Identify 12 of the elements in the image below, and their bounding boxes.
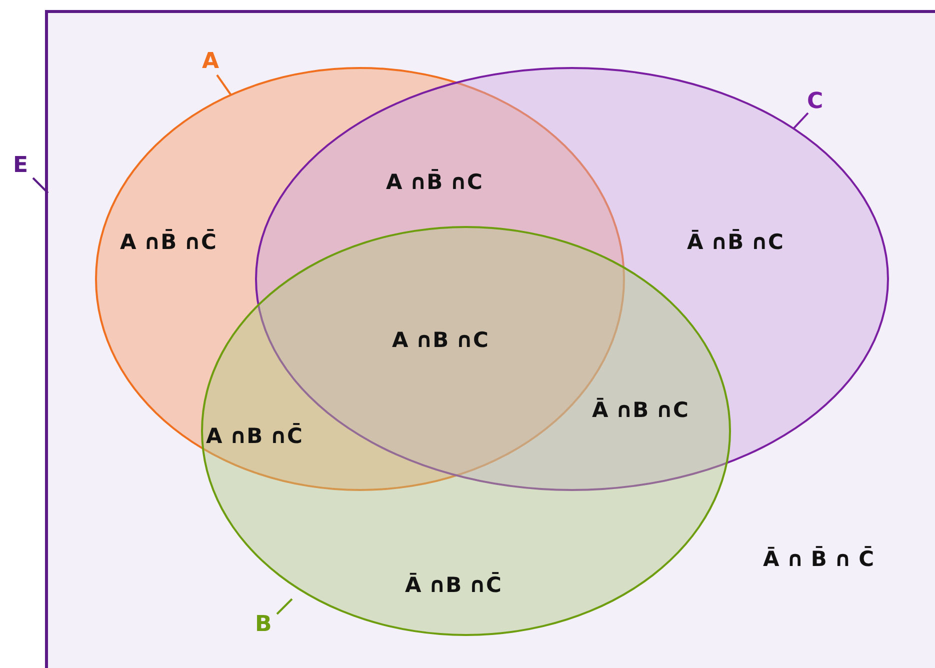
region-label: Ā ∩B ∩C̄ <box>405 573 502 597</box>
region-label: A ∩B ∩C̄ <box>206 424 302 448</box>
set-label: C <box>807 89 824 114</box>
region-label: A ∩B̄ ∩C̄ <box>120 230 216 254</box>
region-label: A ∩B ∩C <box>392 328 488 352</box>
region-label: Ā ∩ B̄ ∩ C̄ <box>763 547 874 571</box>
set-label: E <box>13 153 28 178</box>
region-label: Ā ∩B ∩C <box>592 398 688 422</box>
set-label: A <box>202 49 220 74</box>
region-label: Ā ∩B̄ ∩C <box>687 230 784 254</box>
set-label: B <box>255 612 272 637</box>
region-label: A ∩B̄ ∩C <box>386 170 482 194</box>
